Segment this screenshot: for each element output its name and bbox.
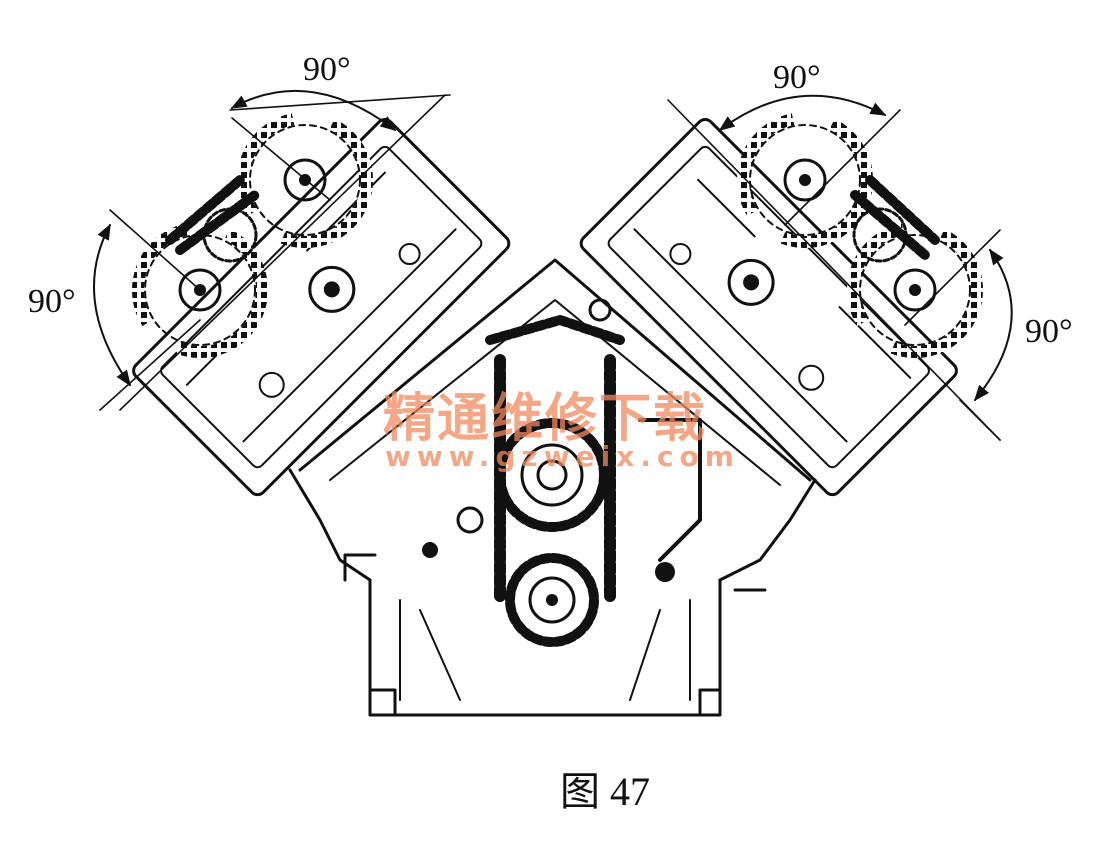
angle-label-right: 90° [1025, 313, 1073, 350]
watermark-title: 精通维修下载 [383, 389, 707, 449]
right-cylinder-head [579, 117, 958, 497]
engine-block [288, 258, 817, 717]
center-timing-chain [422, 298, 702, 647]
right-cam-sprockets [737, 112, 983, 358]
watermark-url: www.gzweix.com [385, 440, 740, 473]
left-cam-sprockets [132, 112, 373, 358]
angle-label-top-right: 90° [773, 59, 821, 96]
angle-arcs [93, 89, 1013, 402]
angle-label-top-left: 90° [303, 51, 351, 88]
angle-label-left: 90° [28, 283, 76, 320]
figure-caption: 图 47 [560, 769, 650, 814]
